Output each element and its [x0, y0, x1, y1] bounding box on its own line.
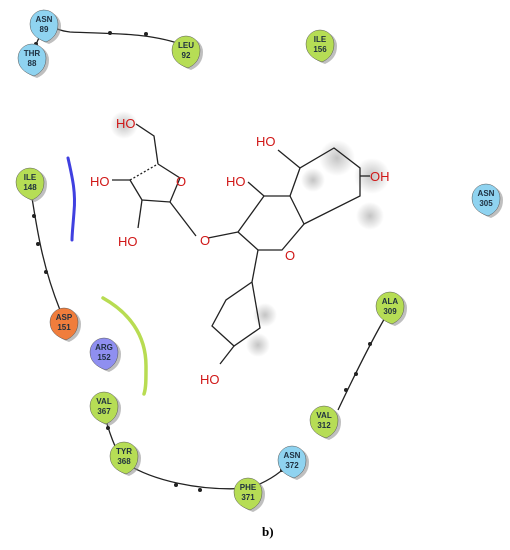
solvent-exposure-halos: [110, 111, 390, 357]
figure-caption: b): [262, 524, 274, 539]
residue-number: 368: [117, 457, 131, 466]
residue-name: TYR: [116, 447, 132, 456]
residue-layer: ASN89THR88LEU92ILE156ILE148ASN305ASP151A…: [15, 9, 503, 512]
ligand-bonds: [112, 123, 370, 365]
ho-sugar-left-label: HO: [90, 174, 110, 189]
residue-name: THR: [24, 49, 41, 58]
residue-number: 151: [57, 323, 71, 332]
residue-number: 152: [97, 353, 111, 362]
oh-right-label: OH: [370, 169, 390, 184]
ho-bottom-label: HO: [200, 372, 220, 387]
o-glycosidic-label: O: [200, 233, 210, 248]
pocket-line-blue: [66, 156, 76, 242]
o-ring-sugar-label: O: [176, 174, 186, 189]
residue-number: 89: [40, 25, 49, 34]
ho-ch2-label: HO: [116, 116, 136, 131]
residue-number: 309: [383, 307, 397, 316]
residue-number: 92: [182, 51, 191, 60]
o-ring-pyran-label: O: [285, 248, 295, 263]
residue-number: 88: [28, 59, 37, 68]
residue-name: ARG: [95, 343, 113, 352]
residue-number: 372: [285, 461, 299, 470]
residue-name: ASP: [56, 313, 73, 322]
residue-name: ALA: [382, 297, 399, 306]
residue-number: 312: [317, 421, 331, 430]
ho-top-label: HO: [256, 134, 276, 149]
residue-name: ILE: [24, 173, 37, 182]
residue-name: ASN: [36, 15, 53, 24]
residue-number: 156: [313, 45, 327, 54]
residue-name: ASN: [478, 189, 495, 198]
residue-number: 367: [97, 407, 111, 416]
pocket-line-green: [101, 296, 148, 396]
residue-name: VAL: [96, 397, 112, 406]
ho-sugar-bottom-label: HO: [118, 234, 138, 249]
residue-number: 148: [23, 183, 37, 192]
residue-name: PHE: [240, 483, 257, 492]
residue-name: ILE: [314, 35, 327, 44]
ho-mid-label: HO: [226, 174, 246, 189]
residue-name: ASN: [284, 451, 301, 460]
ligand-atom-labels: HO HO HO O O HO HO OH O HO: [90, 116, 390, 387]
residue-name: LEU: [178, 41, 194, 50]
residue-number: 305: [479, 199, 493, 208]
residue-number: 371: [241, 493, 255, 502]
residue-name: VAL: [316, 411, 332, 420]
